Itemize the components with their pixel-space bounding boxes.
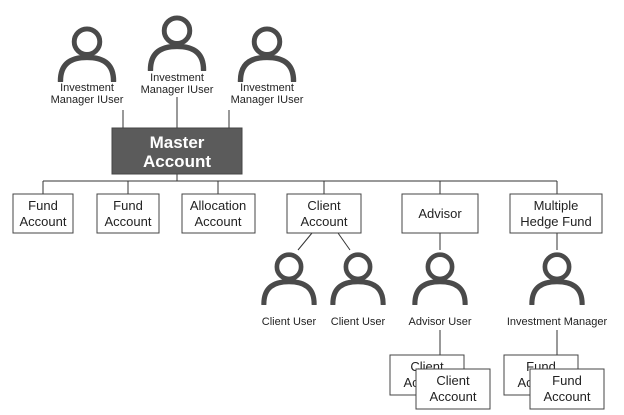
box-line1: Client [307,198,341,213]
stack-front-card [415,368,491,410]
advisor-user-label: Advisor User [409,316,472,328]
box-line2: Account [301,214,348,229]
client-account-stack: Client Account Client Account [389,354,491,410]
multiple-hedge-fund-box: Multiple Hedge Fund [509,193,603,234]
fund-account-box-2: Fund Account [96,193,160,234]
person-icon [532,255,582,304]
person-icon [240,29,293,81]
fund-account-box-1: Fund Account [12,193,74,234]
connector-line [297,232,313,251]
stack-front-card [529,368,605,410]
investment-manager-label: Investment Manager [507,316,608,328]
person-icon [150,18,203,70]
stack-front-line1: Fund [552,373,582,388]
advisor-box: Advisor [401,193,479,234]
box-line2: Account [195,214,242,229]
person-icon [264,255,314,304]
top-user-3-line1: Investment [240,82,294,94]
top-user-1: Investment Manager IUser [51,29,124,106]
client-user-2-label: Client User [331,316,386,328]
fund-account-stack: Fund Account Fund Account [503,354,605,410]
box-line1: Multiple [534,198,579,213]
advisor-user: Advisor User [409,255,472,328]
box-line2: Hedge Fund [520,214,592,229]
client-user-1-label: Client User [262,316,317,328]
investment-manager-user: Investment Manager [507,255,608,328]
top-user-2-line2: Manager IUser [141,84,214,96]
master-account-box: Master Account [111,127,243,175]
client-account-box: Client Account [286,193,362,234]
client-user-1: Client User [262,255,317,328]
connector-lines [42,97,558,355]
top-user-2: Investment Manager IUser [141,18,214,96]
stack-front-line2: Account [430,389,477,404]
person-icon [333,255,383,304]
top-user-1-line1: Investment [60,82,114,94]
stack-front-line1: Client [436,373,470,388]
person-icon [60,29,113,81]
master-line1: Master [150,133,205,152]
top-user-3: Investment Manager IUser [231,29,304,106]
client-user-2: Client User [331,255,386,328]
box-line2: Account [105,214,152,229]
allocation-account-box: Allocation Account [181,193,256,234]
box-line1: Fund [113,198,143,213]
connector-line [337,232,351,251]
box-line1: Fund [28,198,58,213]
top-user-2-line1: Investment [150,72,204,84]
box-line2: Account [20,214,67,229]
master-line2: Account [143,152,211,171]
box-line1: Advisor [418,206,462,221]
top-user-3-line2: Manager IUser [231,94,304,106]
stack-front-line2: Account [544,389,591,404]
person-icon [415,255,465,304]
top-user-1-line2: Manager IUser [51,94,124,106]
box-line1: Allocation [190,198,246,213]
